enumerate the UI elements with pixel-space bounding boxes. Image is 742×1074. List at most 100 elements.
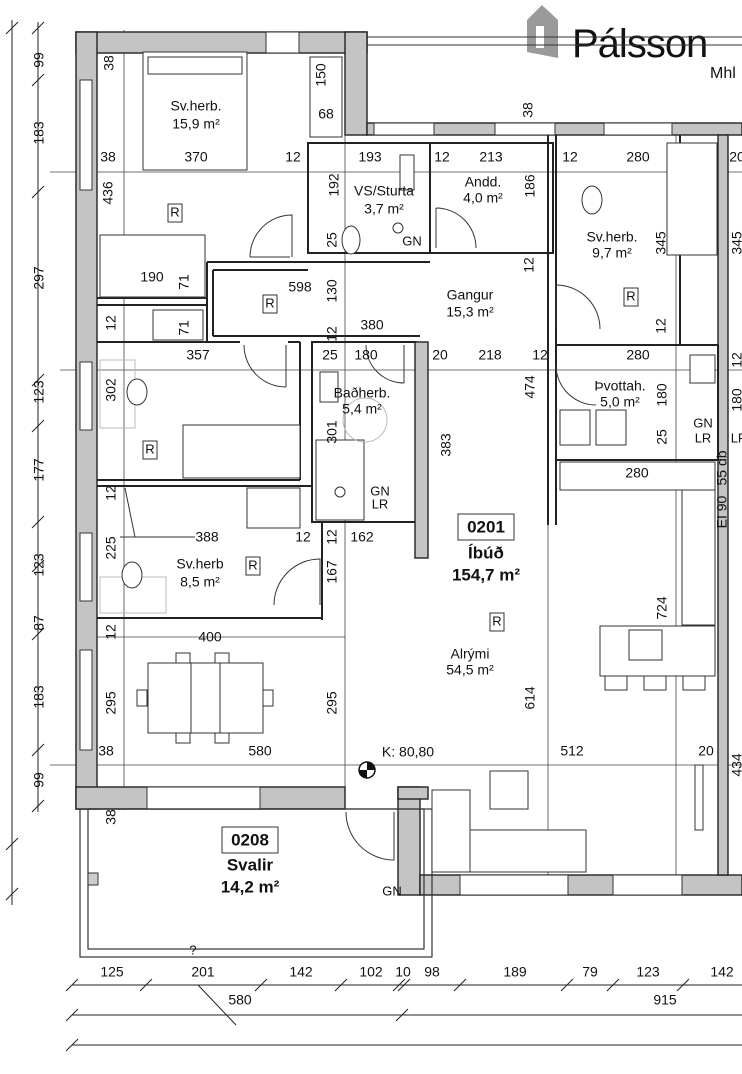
unknown-marker: ? [189, 942, 196, 957]
window [494, 122, 556, 136]
dimension-ticks [5, 21, 690, 1052]
bed-pillows [147, 56, 243, 75]
dim-label: 345 [653, 231, 669, 255]
dim-label: 79 [582, 964, 598, 980]
gn-label: GN [370, 483, 390, 498]
dim-label: 218 [478, 347, 502, 363]
dim-label: 580 [248, 743, 272, 759]
dim-label: 400 [198, 629, 222, 645]
dim-label: 434 [729, 753, 742, 777]
room-area-bedroom-right: 9,7 m² [592, 245, 632, 261]
chair [581, 185, 603, 215]
room-area-master-bedroom: 15,9 m² [172, 116, 220, 132]
dim-label: 167 [324, 560, 340, 584]
room-name-laundry: Þvottah. [594, 378, 645, 394]
dim-label: 383 [438, 433, 454, 457]
dim-label: 12 [562, 149, 578, 165]
toilet [341, 225, 361, 255]
level-marker-fill [359, 762, 375, 778]
bed-edge [124, 487, 136, 538]
dim-label: 162 [350, 529, 374, 545]
dim-label: 12 [729, 352, 742, 368]
unit-number-box [457, 513, 515, 541]
door-bathroom[interactable] [365, 344, 405, 384]
room-area-laundry: 5,0 m² [600, 394, 640, 410]
dim-label: 12 [532, 347, 548, 363]
room-name-entry: Andd. [465, 174, 502, 190]
sink [689, 354, 716, 384]
cooktop [628, 629, 663, 661]
dim-label: 180 [654, 383, 670, 407]
wall-top-left [75, 31, 368, 54]
dim-label: 370 [184, 149, 208, 165]
logo-brand: Pálsson [572, 22, 707, 66]
dim-label: 183 [31, 121, 47, 145]
window [79, 361, 93, 431]
shower-drain [392, 222, 404, 234]
dining-table [147, 662, 264, 734]
dim-label: 99 [31, 52, 47, 68]
room-tag: R [626, 288, 635, 303]
dim-label: 301 [324, 420, 340, 444]
window [373, 122, 435, 136]
kitchen-cabinets [681, 489, 716, 626]
dim-label: 68 [318, 106, 334, 122]
room-tag: R [145, 441, 154, 456]
sink [399, 154, 415, 191]
unit-area: 154,7 m² [452, 565, 520, 584]
door-balcony[interactable] [345, 811, 395, 861]
dim-label: 99 [31, 772, 47, 788]
dim-label: 125 [100, 964, 124, 980]
dim-label: 25 [654, 429, 670, 445]
interior-dimension-labels: 38 150 68 38 370 12 193 12 213 12 280 20… [98, 55, 742, 825]
interior-walls [97, 135, 719, 620]
dim-label: 12 [103, 624, 119, 640]
window [79, 79, 93, 191]
dryer [595, 409, 627, 446]
dim-label: 12 [434, 149, 450, 165]
dim-label: 38 [101, 55, 117, 71]
left-dimension-labels: 99 183 297 123 177 123 87 183 99 [31, 52, 47, 788]
room-tag: R [492, 613, 501, 628]
balcony [79, 808, 433, 958]
dim-label: 183 [31, 685, 47, 709]
door-laundry[interactable] [555, 364, 597, 406]
door-bedroom[interactable] [243, 344, 287, 388]
dim-label: 192 [326, 173, 342, 197]
door-master-bedroom[interactable] [249, 214, 293, 258]
dim-label: 123 [31, 553, 47, 577]
dim-label: 213 [479, 149, 503, 165]
room-name-living: Alrými [451, 646, 490, 662]
room-name-small-bedroom: Sv.herb [176, 556, 223, 572]
dim-label: 474 [522, 375, 538, 399]
dim-label: 123 [636, 964, 660, 980]
shower [315, 439, 365, 521]
room-name-bathroom: Baðherb. [334, 385, 391, 401]
dim-label: 302 [103, 378, 119, 402]
room-name-master-bedroom: Sv.herb. [170, 98, 221, 114]
door-entry[interactable] [435, 207, 477, 249]
dim-label: 25 [324, 232, 340, 248]
window [603, 122, 673, 136]
door-bedroom-right[interactable] [555, 284, 601, 330]
room-area-entry: 4,0 m² [463, 190, 503, 206]
dim-label: 225 [103, 536, 119, 560]
dim-label: 142 [289, 964, 313, 980]
dim-label: 280 [626, 347, 650, 363]
bar-stool [643, 675, 667, 691]
tag-box [489, 612, 505, 632]
bar-stool [604, 675, 628, 691]
wall-fire-separation [717, 134, 729, 876]
gn-label: GN [693, 415, 713, 430]
tag-box [142, 440, 158, 460]
turning-circle [342, 397, 388, 443]
washing-machine [559, 409, 591, 446]
dim-label: 142 [710, 964, 734, 980]
tag-box [262, 294, 278, 314]
dining-chair [136, 689, 148, 707]
dim-label: 512 [560, 743, 584, 759]
dining-chair [214, 652, 230, 664]
door-small-bedroom[interactable] [273, 558, 321, 606]
dim-label: 10 [395, 964, 411, 980]
